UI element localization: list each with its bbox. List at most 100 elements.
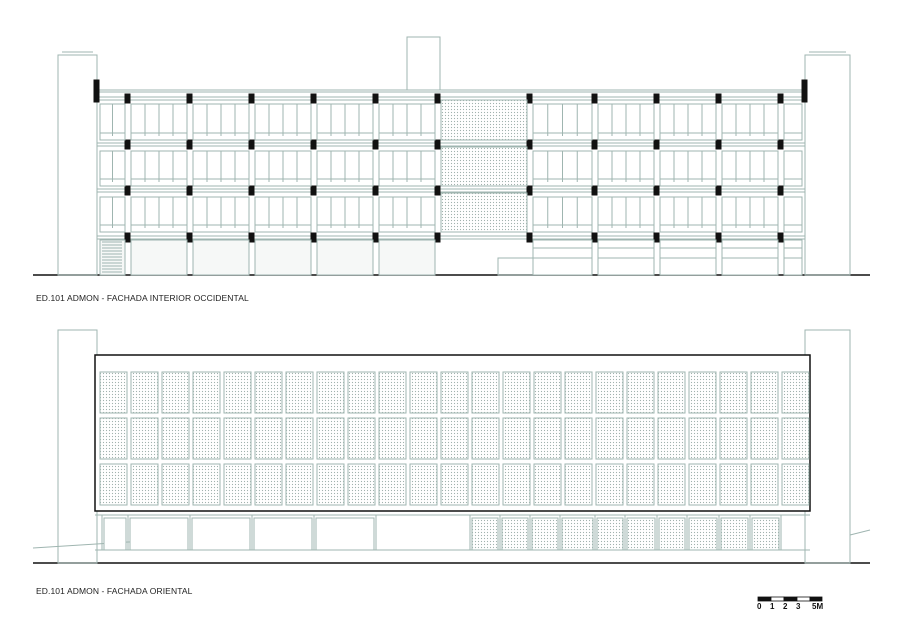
perforated-screen-panel-east	[409, 371, 438, 414]
scale-bar-segment	[796, 596, 811, 602]
perforated-screen-panel-east	[595, 417, 624, 460]
column-marker-west	[777, 139, 784, 150]
column-marker-west	[526, 185, 533, 196]
perforated-screen-panel-east	[316, 463, 345, 506]
perforated-screen-panel-east	[409, 417, 438, 460]
perforated-screen-panel-east	[626, 417, 655, 460]
perforated-screen-panel-east	[719, 417, 748, 460]
perforated-screen-panel-east	[533, 371, 562, 414]
column-marker-west	[777, 93, 784, 104]
column-marker-west	[777, 185, 784, 196]
column-marker-west	[591, 93, 598, 104]
ground-bay-east	[658, 517, 686, 551]
column-marker-west	[248, 185, 255, 196]
perforated-screen-panel-east	[471, 417, 500, 460]
perforated-screen-panel-east	[130, 417, 159, 460]
window-bay-west	[783, 103, 803, 141]
column-marker-west	[653, 232, 660, 243]
perforated-screen-panel-east	[161, 371, 190, 414]
perforated-screen-panel-east	[254, 463, 283, 506]
stair-tower-right-east	[804, 329, 851, 564]
scale-tick-2: 2	[783, 602, 788, 611]
window-bay-west	[783, 150, 803, 187]
ground-bay-east	[501, 517, 529, 551]
perforated-screen-panel-east	[192, 463, 221, 506]
perforated-screen-panel-east	[347, 371, 376, 414]
column-marker-west	[124, 185, 131, 196]
column-marker-west	[124, 93, 131, 104]
column-marker-west	[434, 232, 441, 243]
ground-bay-east	[103, 517, 127, 551]
perforated-screen-panel-east	[719, 463, 748, 506]
perforated-screen-panel-east	[161, 463, 190, 506]
column-marker-west	[248, 139, 255, 150]
column-marker-west	[526, 232, 533, 243]
perforated-screen-panel-east	[595, 371, 624, 414]
ground-bay-east	[471, 517, 499, 551]
column-marker-west	[653, 185, 660, 196]
perforated-screen-panel-east	[378, 463, 407, 506]
perforated-screen-panel-east	[595, 463, 624, 506]
column-marker-west	[434, 93, 441, 104]
column-marker-west	[715, 232, 722, 243]
perforated-screen-panel-east	[626, 463, 655, 506]
ground-floor-bay-west	[192, 239, 250, 276]
perforated-screen-panel-east	[502, 463, 531, 506]
perforated-screen-panel-east	[564, 417, 593, 460]
column-marker-west	[248, 232, 255, 243]
perforated-screen-panel-east	[316, 371, 345, 414]
perforated-screen-panel-east	[750, 463, 779, 506]
column-marker-west	[310, 185, 317, 196]
column-marker-west	[310, 93, 317, 104]
column-marker-west	[434, 185, 441, 196]
ground-floor-bay-west	[130, 239, 188, 276]
column-marker-west	[186, 93, 193, 104]
stair-tower-right-west	[804, 54, 851, 276]
ground-bay-east	[129, 517, 189, 551]
perforated-screen-panel-east	[781, 463, 810, 506]
perforated-screen-panel-east	[781, 417, 810, 460]
perforated-screen-panel-east	[223, 371, 252, 414]
perforated-screen-panel-east	[750, 371, 779, 414]
ground-bay-east	[596, 517, 624, 551]
perforated-screen-panel-east	[719, 371, 748, 414]
perforated-screen-panel-east	[564, 371, 593, 414]
scale-bar-segment	[783, 596, 798, 602]
perforated-screen-panel-east	[99, 417, 128, 460]
perforated-screen-panel-east	[502, 417, 531, 460]
column-marker-west	[310, 139, 317, 150]
perforated-screen-panel-east	[657, 371, 686, 414]
perforated-screen-panel-east	[378, 371, 407, 414]
column-marker-west	[715, 139, 722, 150]
ground-floor-bay-west	[254, 239, 312, 276]
perforated-screen-panel-east	[626, 371, 655, 414]
perforated-screen-panel-east	[254, 371, 283, 414]
scale-bar-segment	[809, 596, 823, 602]
perforated-screen-panel-east	[688, 463, 717, 506]
perforated-screen-panel-east	[223, 417, 252, 460]
perforated-screen-panel-east	[285, 371, 314, 414]
perforated-panel-west	[440, 146, 528, 187]
window-bay-west	[783, 196, 803, 233]
perforated-screen-panel-east	[378, 417, 407, 460]
stair-tower-left-west	[57, 54, 98, 276]
perforated-screen-panel-east	[99, 463, 128, 506]
terrain-right-east	[849, 529, 871, 536]
column-marker-west	[372, 93, 379, 104]
column-marker-west	[591, 139, 598, 150]
stair-tower-left-east	[57, 329, 98, 564]
ground-bay-east	[751, 517, 780, 551]
ground-bay-east	[315, 517, 375, 551]
perforated-screen-panel-east	[471, 371, 500, 414]
column-marker-west	[124, 232, 131, 243]
column-marker-west	[715, 185, 722, 196]
perforated-screen-panel-east	[533, 417, 562, 460]
perforated-screen-panel-east	[657, 463, 686, 506]
perforated-screen-panel-east	[409, 463, 438, 506]
perforated-screen-panel-east	[223, 463, 252, 506]
perforated-screen-panel-east	[347, 463, 376, 506]
perforated-screen-panel-east	[502, 371, 531, 414]
perforated-screen-panel-east	[192, 417, 221, 460]
column-marker-west	[372, 232, 379, 243]
